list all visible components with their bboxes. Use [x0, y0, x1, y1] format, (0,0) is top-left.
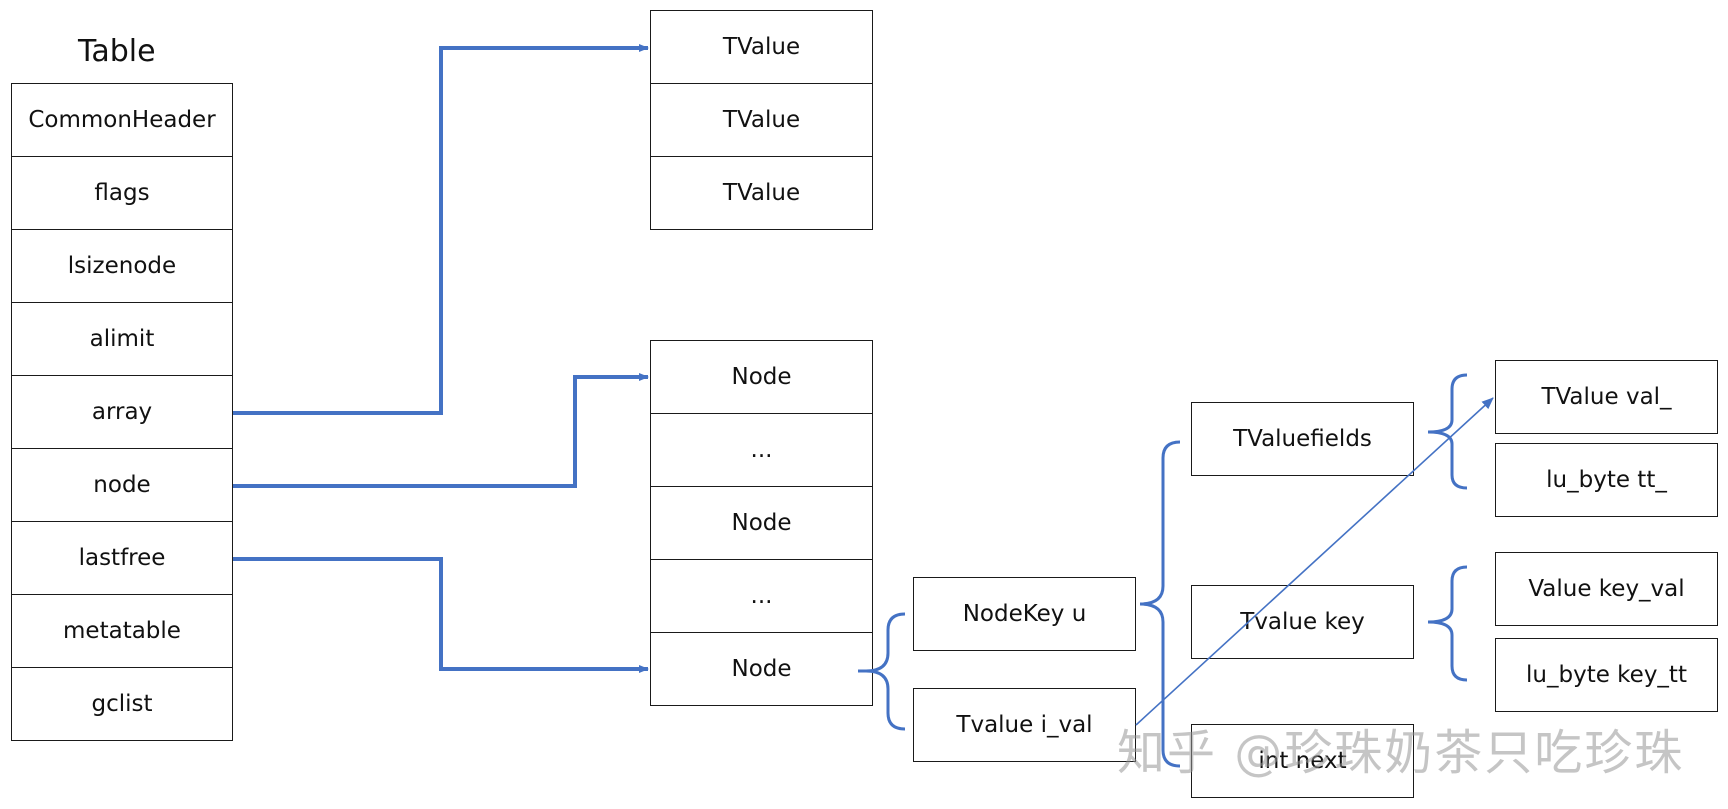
array-cell: TValue — [650, 83, 873, 157]
lu-byte-key-tt-box: lu_byte key_tt — [1495, 638, 1718, 712]
table-field-lastfree: lastfree — [11, 521, 233, 595]
tvalue-i-val-box: Tvalue i_val — [913, 688, 1136, 762]
table-field-lsizenode: lsizenode — [11, 229, 233, 303]
node-cell-ellipsis: ... — [650, 413, 873, 487]
array-cell: TValue — [650, 156, 873, 230]
tvalue-val-box: TValue val_ — [1495, 360, 1718, 434]
node-cell: Node — [650, 486, 873, 560]
tvaluefields-box: TValuefields — [1191, 402, 1414, 476]
table-field-node: node — [11, 448, 233, 522]
table-field-flags: flags — [11, 156, 233, 230]
lu-byte-tt-box: lu_byte tt_ — [1495, 443, 1718, 517]
table-field-gclist: gclist — [11, 667, 233, 741]
table-title: Table — [78, 34, 156, 69]
nodekey-u-box: NodeKey u — [913, 577, 1136, 651]
int-next-box: int next — [1191, 724, 1414, 798]
tvaluefields-brace — [1427, 373, 1468, 490]
lastfree-pointer-arrow — [233, 557, 649, 673]
table-field-array: array — [11, 375, 233, 449]
table-field-alimit: alimit — [11, 302, 233, 376]
tvalue-key-box: Tvalue key — [1191, 585, 1414, 659]
table-field-commonheader: CommonHeader — [11, 83, 233, 157]
table-field-metatable: metatable — [11, 594, 233, 668]
array-pointer-arrow — [233, 44, 649, 415]
watermark: 知乎 @珍珠奶茶只吃珍珠 — [1117, 725, 1685, 781]
value-key-val-box: Value key_val — [1495, 552, 1718, 626]
node-cell: Node — [650, 632, 873, 706]
node-cell-ellipsis: ... — [650, 559, 873, 633]
array-cell: TValue — [650, 10, 873, 84]
tvalue-key-brace — [1427, 565, 1468, 682]
node-cell: Node — [650, 340, 873, 414]
node-pointer-arrow — [233, 373, 649, 488]
